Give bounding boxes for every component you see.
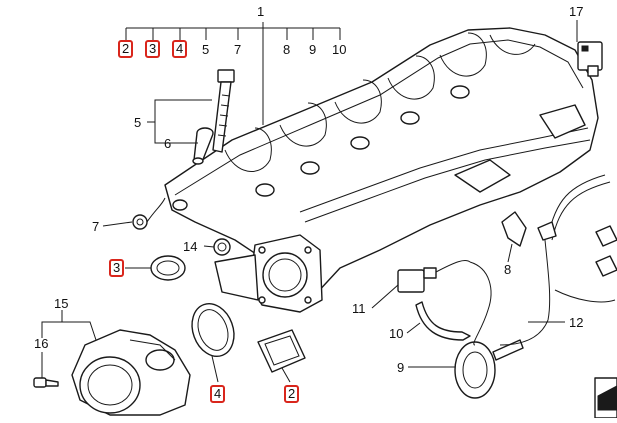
- throttle-body-15: [71, 329, 191, 416]
- vacuum-line-12: [469, 174, 616, 346]
- callout-6: 6: [164, 136, 172, 151]
- callout-5: 5: [134, 115, 142, 130]
- callout-8-top: 8: [283, 42, 291, 57]
- callout-4-top: 4: [172, 40, 188, 58]
- callout-1: 1: [257, 4, 265, 19]
- callout-16: 16: [34, 336, 49, 351]
- edge-clip: [595, 225, 617, 277]
- leader-lines: [41, 20, 578, 383]
- callout-7-top: 7: [234, 42, 242, 57]
- callout-12: 12: [569, 315, 584, 330]
- callout-17: 17: [569, 4, 584, 19]
- actuator-9: [454, 339, 524, 399]
- gasket-4: [191, 303, 235, 357]
- callout-2: 2: [284, 385, 300, 403]
- callout-4: 4: [210, 385, 226, 403]
- sleeve-6: [192, 127, 214, 165]
- callout-11: 11: [352, 301, 366, 316]
- seal-ring-3: [150, 255, 186, 281]
- callout-5-top: 5: [202, 42, 210, 57]
- callout-3-top: 3: [145, 40, 161, 58]
- sensor-17: [577, 41, 603, 77]
- callout-14: 14: [183, 239, 198, 254]
- callout-8: 8: [504, 262, 512, 277]
- nut-7: [132, 197, 166, 230]
- screw-16: [33, 377, 59, 388]
- throttle-flange: [214, 234, 323, 313]
- valve-11: [397, 259, 471, 293]
- callout-3: 3: [109, 259, 125, 277]
- callout-15: 15: [54, 296, 69, 311]
- callout-10-top: 10: [332, 42, 347, 57]
- hose-10: [415, 301, 471, 341]
- callout-9-top: 9: [309, 42, 317, 57]
- callout-9: 9: [397, 360, 405, 375]
- bolt-5: [212, 69, 235, 153]
- edge-corner-symbol: [594, 377, 617, 419]
- nut-14: [213, 238, 231, 256]
- bracket-8: [501, 211, 527, 247]
- gasket-2: [257, 329, 306, 373]
- callout-10: 10: [389, 326, 404, 341]
- intake-manifold: [164, 27, 599, 301]
- callout-2-top: 2: [118, 40, 134, 58]
- callout-7: 7: [92, 219, 100, 234]
